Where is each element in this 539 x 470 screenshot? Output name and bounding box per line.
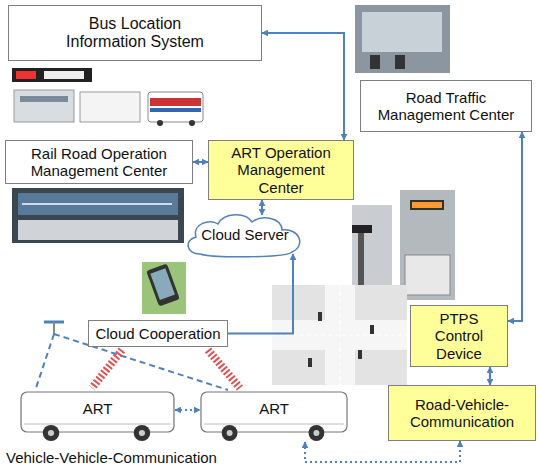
connector-arrow [175, 409, 200, 411]
bus-vehicle: ART [200, 390, 348, 442]
device-box: PTPS Control Device [410, 305, 508, 367]
node-text: Road Traffic Management Center [371, 89, 521, 124]
wireless-signal [92, 350, 240, 388]
caption-label: Vehicle-Vehicle-Communication [6, 449, 217, 466]
node-text: Bus Location Information System [48, 15, 223, 52]
system-box: Road Traffic Management Center [360, 80, 532, 132]
node-text: ART [83, 400, 113, 417]
connector-arrow [305, 441, 460, 462]
connector-arrow [261, 200, 263, 215]
smartphone-photo [142, 262, 186, 314]
node-text: Road-Vehicle-Communication [394, 396, 530, 431]
cloud-shape: Cloud Server [182, 210, 308, 260]
connector-arrow [193, 161, 208, 163]
bus-stop-photo [12, 68, 203, 126]
connector-arrow [228, 254, 293, 334]
antenna-symbol [36, 322, 228, 390]
connector-arrow [262, 33, 344, 140]
control-room-photo [355, 5, 450, 73]
street-photo [352, 190, 455, 300]
system-box: Cloud Cooperation [88, 320, 228, 347]
device-box: Road-Vehicle-Communication [388, 385, 536, 441]
center-box: ART Operation Management Center [208, 140, 354, 200]
node-text: ART [259, 400, 289, 417]
system-box: Bus Location Information System [8, 5, 262, 61]
node-text: Cloud Server [201, 226, 289, 243]
node-text: ART Operation Management Center [213, 144, 349, 196]
node-text: PTPS Control Device [416, 310, 502, 362]
bus-vehicle: ART [20, 390, 175, 442]
connector-arrow [508, 132, 522, 321]
connector-arrow [489, 367, 491, 385]
node-text: Cloud Cooperation [95, 325, 220, 342]
system-box: Rail Road Operation Management Center [5, 140, 193, 184]
node-text: Rail Road Operation Management Center [11, 145, 187, 180]
rail-control-photo [12, 188, 184, 243]
